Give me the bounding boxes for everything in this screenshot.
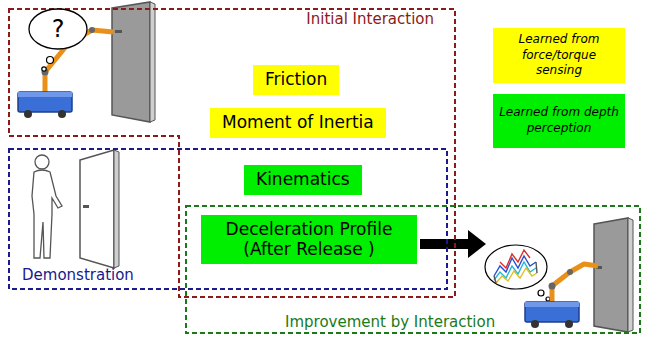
box-text: Deceleration Profile (After Release ) bbox=[226, 219, 393, 259]
label-box: Friction bbox=[253, 65, 339, 95]
door-edge bbox=[150, 2, 155, 122]
door bbox=[594, 218, 628, 332]
thought-dot bbox=[538, 290, 544, 296]
door-handle bbox=[115, 30, 122, 33]
robot-joint bbox=[549, 283, 556, 290]
question-mark: ? bbox=[52, 15, 65, 43]
door-handle bbox=[83, 205, 89, 208]
thought-dot bbox=[546, 297, 550, 301]
box-text: Friction bbox=[265, 69, 327, 89]
wheel bbox=[24, 110, 32, 118]
legend-swatch: Learned from depth perception bbox=[493, 94, 625, 148]
thought-dot bbox=[42, 67, 46, 71]
region-label: Improvement by Interaction bbox=[285, 313, 495, 331]
person bbox=[32, 155, 62, 258]
robot-base-top bbox=[18, 92, 72, 97]
label-box: Moment of Inertia bbox=[210, 108, 386, 138]
box-text: Moment of Inertia bbox=[222, 112, 374, 132]
robot-arm bbox=[552, 264, 598, 302]
robot-base bbox=[18, 92, 72, 112]
arrow-shaft bbox=[420, 239, 470, 249]
surface-plot bbox=[494, 250, 537, 283]
region-label: Demonstration bbox=[22, 266, 134, 284]
wheel bbox=[58, 110, 66, 118]
box-text: Kinematics bbox=[256, 169, 350, 189]
door-edge bbox=[114, 150, 119, 268]
door bbox=[80, 150, 114, 268]
legend-swatch: Learned from force/torque sensing bbox=[493, 28, 625, 83]
robot-joint bbox=[567, 269, 573, 275]
robot-base-top bbox=[525, 302, 579, 307]
label-box: Deceleration Profile (After Release ) bbox=[201, 215, 417, 264]
robot-base bbox=[525, 302, 579, 322]
thought-bubble: ? bbox=[28, 8, 88, 50]
thought-dot bbox=[47, 57, 54, 64]
legend-text: Learned from force/torque sensing bbox=[499, 32, 619, 79]
legend-text: Learned from depth perception bbox=[499, 105, 619, 136]
robot-joint bbox=[89, 27, 95, 33]
door bbox=[112, 2, 150, 122]
door-edge bbox=[628, 218, 633, 332]
label-box: Kinematics bbox=[244, 165, 362, 195]
plot-bubble bbox=[485, 245, 547, 289]
wheel bbox=[565, 320, 573, 328]
arrow-head bbox=[468, 230, 486, 258]
wheel bbox=[531, 320, 539, 328]
region-label: Initial Interaction bbox=[306, 10, 434, 28]
